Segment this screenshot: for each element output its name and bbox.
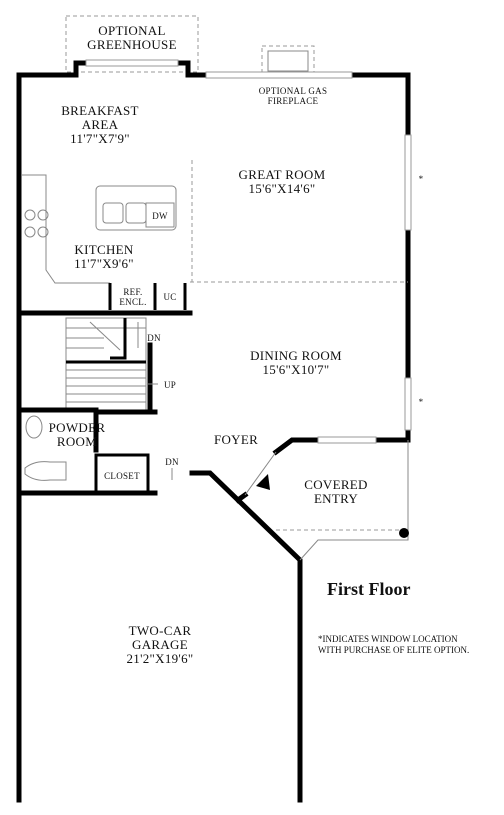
great-room-label: GREAT ROOM — [238, 167, 326, 182]
porch-column — [399, 528, 409, 538]
kitchen-island — [95, 185, 177, 231]
dishwasher-label: DW — [152, 211, 168, 221]
toilet — [25, 415, 43, 439]
window-entry — [317, 436, 377, 444]
entry-arrow-icon — [256, 474, 270, 490]
cooktop-burner-1 — [24, 209, 36, 221]
dining-room-label: DINING ROOM — [250, 348, 342, 363]
powder-room-label: POWDER ROOM — [48, 420, 106, 449]
closet-label: CLOSET — [104, 471, 140, 481]
dining-room-dimension: 15'6"X10'7" — [262, 362, 330, 377]
kitchen-label: KITCHEN — [74, 242, 134, 257]
stair-wall — [110, 318, 127, 360]
window-option-note: *INDICATES WINDOW LOCATION WITH PURCHASE… — [318, 634, 470, 655]
cooktop-burner-2 — [37, 209, 49, 221]
garage-dimension: 21'2"X19'6" — [126, 651, 194, 666]
cooktop-burner-3 — [24, 226, 36, 238]
window-marker-lower: * — [418, 397, 424, 407]
fireplace-label: OPTIONAL GAS FIREPLACE — [258, 86, 328, 106]
window-right-upper — [404, 134, 412, 231]
window-top-right — [205, 71, 353, 79]
sink-right — [125, 202, 147, 224]
kitchen-counter — [22, 174, 110, 284]
window-marker-upper: * — [418, 174, 424, 184]
garage-label: TWO-CAR GARAGE — [128, 623, 192, 652]
exterior-wall-top — [175, 60, 209, 78]
window-right-lower — [404, 377, 412, 431]
foyer-down-label: DN — [165, 457, 179, 467]
great-room-dimension: 15'6"X14'6" — [248, 181, 316, 196]
stairs — [65, 317, 147, 411]
breakfast-area-label: BREAKFAST AREA — [61, 103, 139, 132]
covered-entry-label: COVERED ENTRY — [304, 477, 368, 506]
dishwasher — [145, 202, 175, 228]
exterior-wall-right — [393, 72, 411, 443]
sink-left — [102, 202, 124, 224]
closet-box — [94, 453, 150, 495]
greenhouse-outline — [65, 15, 199, 73]
kitchen-dimension: 11'7"X9'6" — [74, 256, 134, 271]
fireplace-outline — [261, 45, 315, 75]
cooktop-burner-4 — [37, 226, 49, 238]
fireplace-hearth — [267, 50, 309, 72]
foyer-label: FOYER — [213, 432, 259, 447]
uc-label: UC — [163, 292, 177, 302]
covered-entry-outline — [299, 440, 409, 561]
vanity-sink — [24, 461, 67, 481]
stair-down-label: DN — [147, 333, 161, 343]
garage-wall-diagonal — [189, 470, 303, 803]
door-swing — [244, 451, 277, 496]
exterior-wall-left — [16, 60, 89, 803]
window-greenhouse — [85, 59, 179, 67]
stair-up-label: UP — [163, 380, 177, 390]
ref-enclosure-label: REF. ENCL. — [119, 287, 147, 307]
greenhouse-label: OPTIONAL GREENHOUSE — [87, 23, 177, 52]
powder-room-wall — [16, 407, 158, 415]
breakfast-area-dimension: 11'7"X7'9" — [70, 131, 130, 146]
floor-title: First Floor — [327, 579, 411, 599]
